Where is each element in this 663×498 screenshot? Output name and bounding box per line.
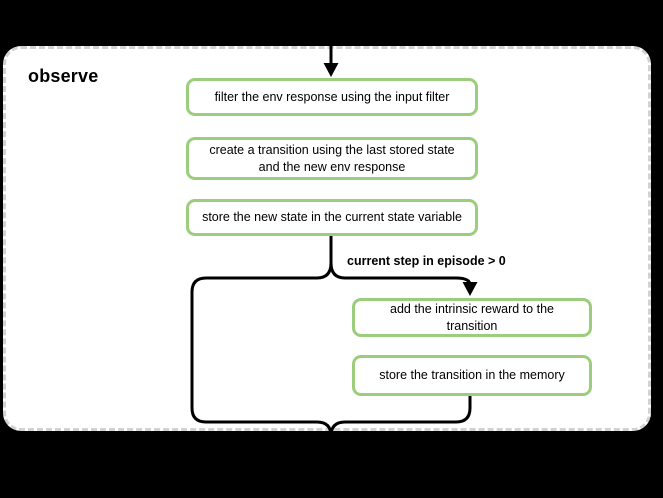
condition-label: current step in episode > 0 <box>347 254 506 268</box>
node-filter-env-response: filter the env response using the input … <box>186 78 478 116</box>
node-store-transition-memory: store the transition in the memory <box>352 355 592 396</box>
node-store-new-state: store the new state in the current state… <box>186 199 478 236</box>
node-create-transition: create a transition using the last store… <box>186 137 478 180</box>
node-add-intrinsic-reward: add the intrinsic reward to the transiti… <box>352 298 592 337</box>
panel-title: observe <box>28 66 99 86</box>
